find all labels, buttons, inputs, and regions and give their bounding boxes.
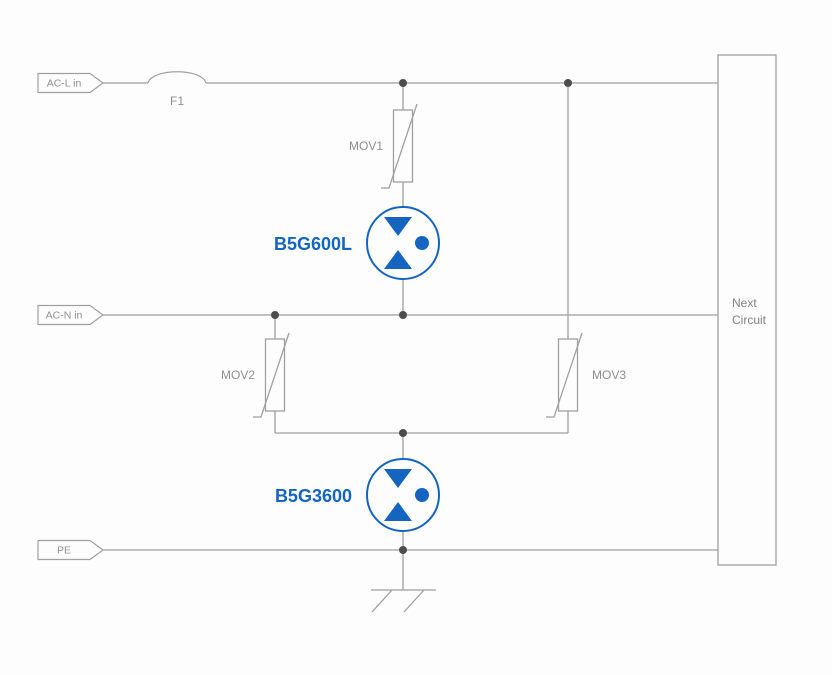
mov3-label: MOV3 [592,368,626,382]
next-circuit-box: Next Circuit [717,54,777,566]
fuse-f1-label: F1 [170,94,184,108]
mov2-label: MOV2 [221,368,255,382]
next-circuit-label-line2: Circuit [732,313,767,327]
mov1-varistor [381,103,418,189]
junction-dot [564,79,572,87]
mov3-varistor [546,332,583,418]
fuse-f1-icon [147,71,207,84]
junction-dots [271,79,572,554]
terminal-acn-label: AC-N in [46,310,83,322]
wires [103,71,718,590]
next-circuit-label-line1: Next [732,296,757,310]
terminal-acl-label: AC-L in [47,78,82,90]
junction-dot [399,546,407,554]
mov1-label: MOV1 [349,139,383,153]
terminal-pe-label: PE [57,545,71,557]
gdt-b5g3600-label: B5G3600 [275,486,352,506]
junction-dot [399,79,407,87]
gdt-b5g600l-label: B5G600L [274,234,352,254]
terminal-acn: AC-N in [37,304,105,326]
terminal-pe: PE [37,539,105,561]
terminal-acl: AC-L in [37,72,105,94]
chassis-ground-icon [371,589,436,613]
gdt-b5g600l-icon [366,206,440,280]
junction-dot [399,429,407,437]
mov2-varistor [253,332,290,418]
junction-dot [271,311,279,319]
junction-dot [399,311,407,319]
gdt-b5g3600-icon [366,458,440,532]
